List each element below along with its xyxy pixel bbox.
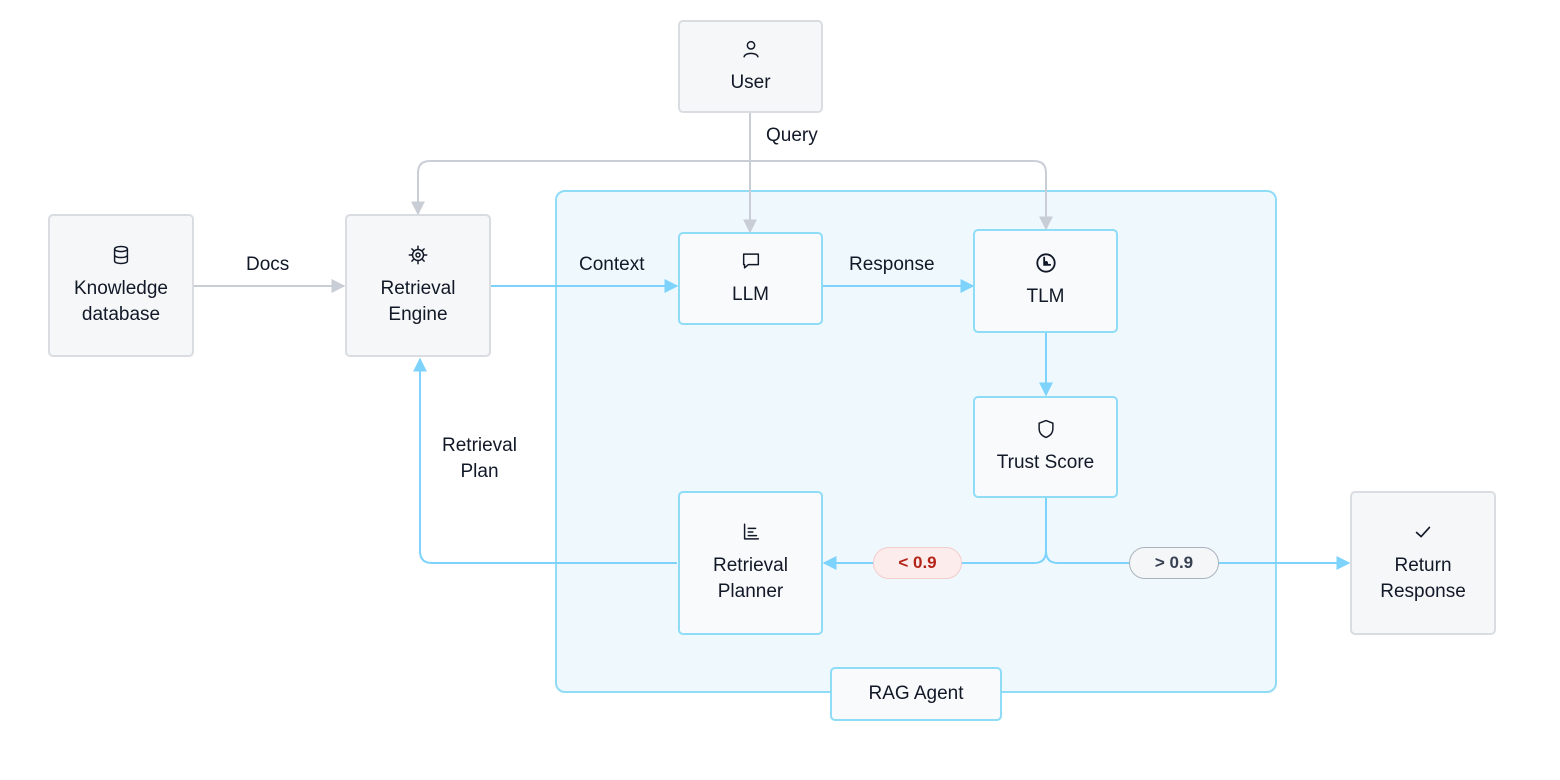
check-icon — [1415, 526, 1431, 538]
llm-label: LLM — [732, 283, 769, 305]
list-chart-icon — [743, 523, 759, 540]
retrieval-engine-label: Retrieval Engine — [380, 277, 456, 325]
low-threshold-badge: < 0.9 — [873, 547, 962, 579]
edge-label-retrieval-plan: Retrieval Plan — [442, 435, 517, 482]
user-label: User — [730, 71, 771, 93]
edge-query-to-retrieval-engine — [411, 160, 750, 216]
tlm-label: TLM — [1026, 286, 1065, 307]
edge-query-to-tlm — [750, 160, 1053, 231]
shield-icon — [1037, 419, 1054, 439]
edge-label-response: Response — [849, 254, 935, 275]
trust-score-node: Trust Score — [973, 396, 1118, 498]
retrieval-planner-label: Retrieval Planner — [713, 555, 788, 602]
return-response-label: Return Response — [1380, 555, 1466, 602]
edge-planner-to-retrieval-engine — [413, 357, 677, 564]
database-icon — [113, 245, 129, 264]
knowledge-database-label: Knowledge database — [73, 277, 169, 325]
retrieval-planner-node: Retrieval Planner — [678, 491, 823, 635]
gear-icon — [408, 245, 428, 264]
knowledge-database-node: Knowledge database — [48, 214, 194, 357]
tlm-logo-icon — [1035, 253, 1056, 273]
rag-agent-region — [555, 190, 1277, 693]
edge-label-query: Query — [766, 125, 818, 146]
trust-score-label: Trust Score — [996, 452, 1095, 473]
edge-label-context: Context — [579, 254, 645, 275]
high-threshold-badge: > 0.9 — [1129, 547, 1219, 579]
tlm-node: TLM — [973, 229, 1118, 333]
edge-trust-to-return — [1045, 550, 1351, 570]
chat-bubble-icon — [742, 252, 759, 269]
user-node: User — [678, 20, 823, 113]
rag-agent-label: RAG Agent — [830, 667, 1002, 721]
llm-node: LLM — [678, 232, 823, 325]
retrieval-engine-node: Retrieval Engine — [345, 214, 491, 357]
user-icon — [742, 40, 759, 58]
return-response-node: Return Response — [1350, 491, 1496, 635]
edge-label-docs: Docs — [246, 254, 290, 275]
